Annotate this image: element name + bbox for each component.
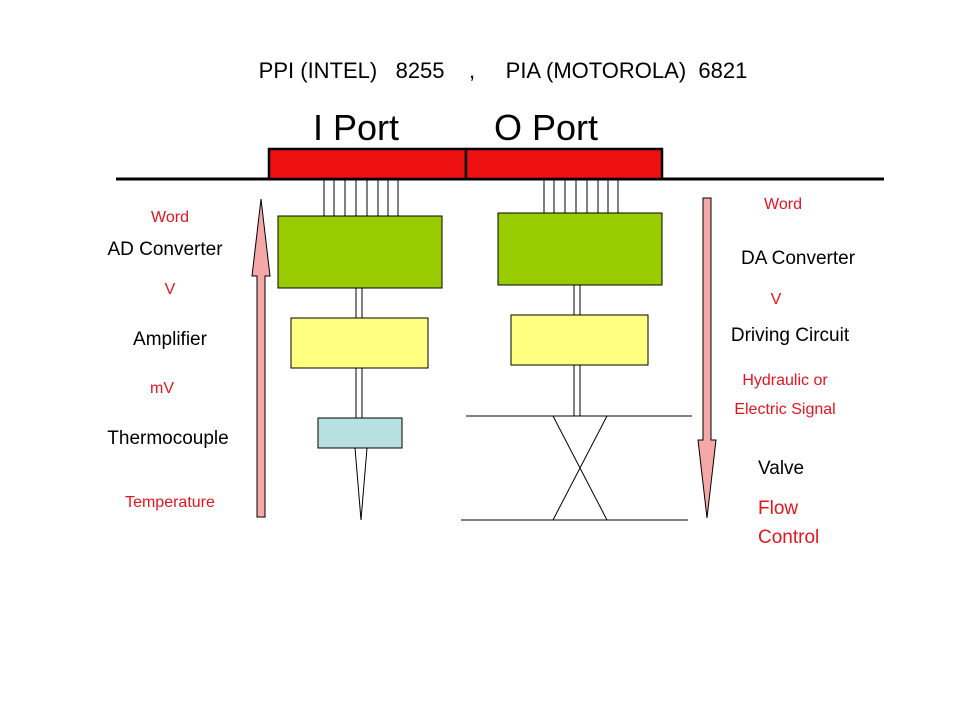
ad-to-amplifier-lines xyxy=(355,288,363,318)
input-data-lines xyxy=(323,179,399,216)
amplifier-label: Amplifier xyxy=(133,329,208,350)
driver-to-valve-lines xyxy=(573,365,581,416)
ad-converter-block xyxy=(277,215,443,289)
output-port-label: O Port xyxy=(494,107,598,148)
driving-circuit-block xyxy=(510,314,649,366)
da-converter-label: DA Converter xyxy=(741,248,856,269)
thermocouple-block xyxy=(317,417,403,449)
input-port-label: I Port xyxy=(313,107,399,148)
da-converter-block xyxy=(497,212,663,286)
output-port-block xyxy=(464,147,664,181)
millivolt-label: mV xyxy=(150,380,174,397)
output-flow-down-arrow xyxy=(697,197,717,519)
output-data-lines xyxy=(543,179,619,213)
input-flow-up-arrow xyxy=(251,198,271,518)
output-word-label: Word xyxy=(764,196,802,213)
hydraulic-signal-label: Hydraulic or xyxy=(742,372,828,389)
ad-converter-label: AD Converter xyxy=(107,239,223,260)
flow-label: Flow xyxy=(758,498,798,519)
valve-label: Valve xyxy=(758,458,804,479)
input-port-block xyxy=(267,147,468,181)
amplifier-to-sensor-lines xyxy=(355,368,363,418)
control-label: Control xyxy=(758,527,819,548)
temperature-label: Temperature xyxy=(125,494,215,511)
thermocouple-label: Thermocouple xyxy=(107,428,228,449)
input-volt-label: V xyxy=(165,281,176,298)
input-word-label: Word xyxy=(151,209,189,226)
amplifier-block xyxy=(290,317,429,369)
output-volt-label: V xyxy=(771,291,782,308)
da-to-driver-lines xyxy=(573,285,581,315)
driving-circuit-label: Driving Circuit xyxy=(731,325,850,346)
chip-title: PPI (INTEL) 8255 , PIA (MOTOROLA) 6821 xyxy=(259,58,748,83)
electric-signal-label: Electric Signal xyxy=(734,401,835,418)
valve-symbol xyxy=(461,415,692,521)
thermocouple-probe xyxy=(354,447,368,521)
